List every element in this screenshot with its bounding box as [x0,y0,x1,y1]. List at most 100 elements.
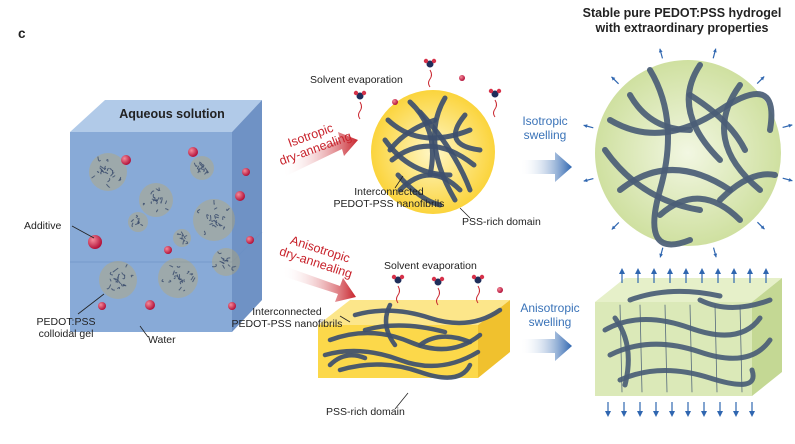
radial-arrow [757,76,764,83]
pss-rich-bottom-label: PSS-rich domain [326,406,405,418]
down-arrow [621,402,627,417]
colloid-cluster [190,156,214,180]
up-arrow-head [715,268,721,274]
down-arrow [717,402,723,417]
additive-bead [164,246,172,254]
additive-bead [188,147,198,157]
molecule-atom [392,275,396,279]
additive-bead [88,235,102,249]
up-arrow-head [635,268,641,274]
colloidal-gel-label: PEDOT:PSS colloidal gel [18,316,114,340]
up-arrow-head [651,268,657,274]
isotropic-swelling-line-1: Isotropic [508,114,582,128]
down-arrow-head [733,411,739,417]
molecule-atom [432,277,436,281]
up-arrow-head [667,268,673,274]
radial-arrow [757,222,764,229]
radial-arrow [713,248,717,258]
solvent-molecule [489,89,501,117]
down-arrow [685,402,691,417]
molecule-atom [480,275,484,279]
molecule-atom [489,89,493,93]
down-arrow [749,402,755,417]
molecule-atom [400,275,404,279]
radial-arrow [783,178,793,182]
radial-arrow [659,248,663,258]
evaporating-bead [497,287,503,293]
isotropic-hydrogel [584,49,793,258]
additive-label: Additive [24,220,61,232]
additive-bead [98,302,106,310]
colloid-cluster [128,212,148,232]
additive-bead [145,300,155,310]
down-arrow-head [669,411,675,417]
colloid-halo [193,199,235,241]
anisotropic-swelling-line-2: swelling [510,315,590,329]
down-arrow [653,402,659,417]
anisotropic-swelling-line-1: Anisotropic [510,301,590,315]
up-arrow-head [619,268,625,274]
solvent-molecule [424,59,436,87]
down-arrow-head [685,411,691,417]
anisotropic-swelling-label: Anisotropic swelling [510,301,590,329]
molecule-atom [432,59,436,63]
molecule-atom [472,275,476,279]
colloid-cluster [158,258,198,298]
colloid-strand [216,221,217,222]
down-arrow-head [621,411,627,417]
up-arrow-head [747,268,753,274]
evaporating-bead [459,75,465,81]
anisotropic-hydrogel [595,268,782,417]
down-arrow [701,402,707,417]
down-arrow [669,402,675,417]
radial-arrow [783,124,793,128]
pss-rich-top-label: PSS-rich domain [462,216,541,228]
cube-side-face [232,100,262,332]
interconnected-top-label: Interconnected PEDOT-PSS nanofibrils [330,186,448,210]
aqueous-solution-label: Aqueous solution [112,107,232,121]
vapor-squiggle [359,102,362,119]
additive-bead [246,236,254,244]
final-title: Stable pure PEDOT:PSS hydrogel with extr… [572,6,792,36]
down-arrow [733,402,739,417]
down-arrow [637,402,643,417]
up-arrow-head [683,268,689,274]
colloid-halo [212,248,240,276]
radial-arrow [584,178,594,182]
colloidal-gel-line-2: colloidal gel [18,328,114,340]
colloid-cluster [99,261,137,299]
colloid-strand [184,280,185,282]
colloid-cluster [212,248,240,276]
interconnected-top-line-1: Interconnected [330,186,448,198]
final-title-line-1: Stable pure PEDOT:PSS hydrogel [572,6,792,21]
solvent-evaporation-top-label: Solvent evaporation [310,74,403,86]
molecule-atom [362,91,366,95]
down-arrow-head [717,411,723,417]
solvent-molecule [354,91,366,119]
radial-arrow [611,77,618,84]
colloidal-gel-line-1: PEDOT:PSS [18,316,114,328]
up-arrow-head [731,268,737,274]
isotropic-swelling-label: Isotropic swelling [508,114,582,142]
evaporating-bead [392,99,398,105]
up-arrow-head [699,268,705,274]
down-arrow-head [605,411,611,417]
down-arrow [605,402,611,417]
vapor-squiggle [429,70,432,87]
additive-bead [235,191,245,201]
vapor-squiggle [494,100,497,117]
radial-arrow [659,49,663,59]
radial-arrow [713,49,717,59]
solvent-evaporation-bottom-label: Solvent evaporation [384,260,477,272]
molecule-atom [440,277,444,281]
down-arrow-head [749,411,755,417]
anisotropic-dry-state [318,300,510,378]
colloid-cluster [139,183,173,217]
final-title-line-2: with extraordinary properties [572,21,792,36]
additive-bead [121,155,131,165]
colloid-cluster [173,229,191,247]
interconnected-bottom-line-1: Interconnected [228,306,346,318]
down-arrow-head [653,411,659,417]
